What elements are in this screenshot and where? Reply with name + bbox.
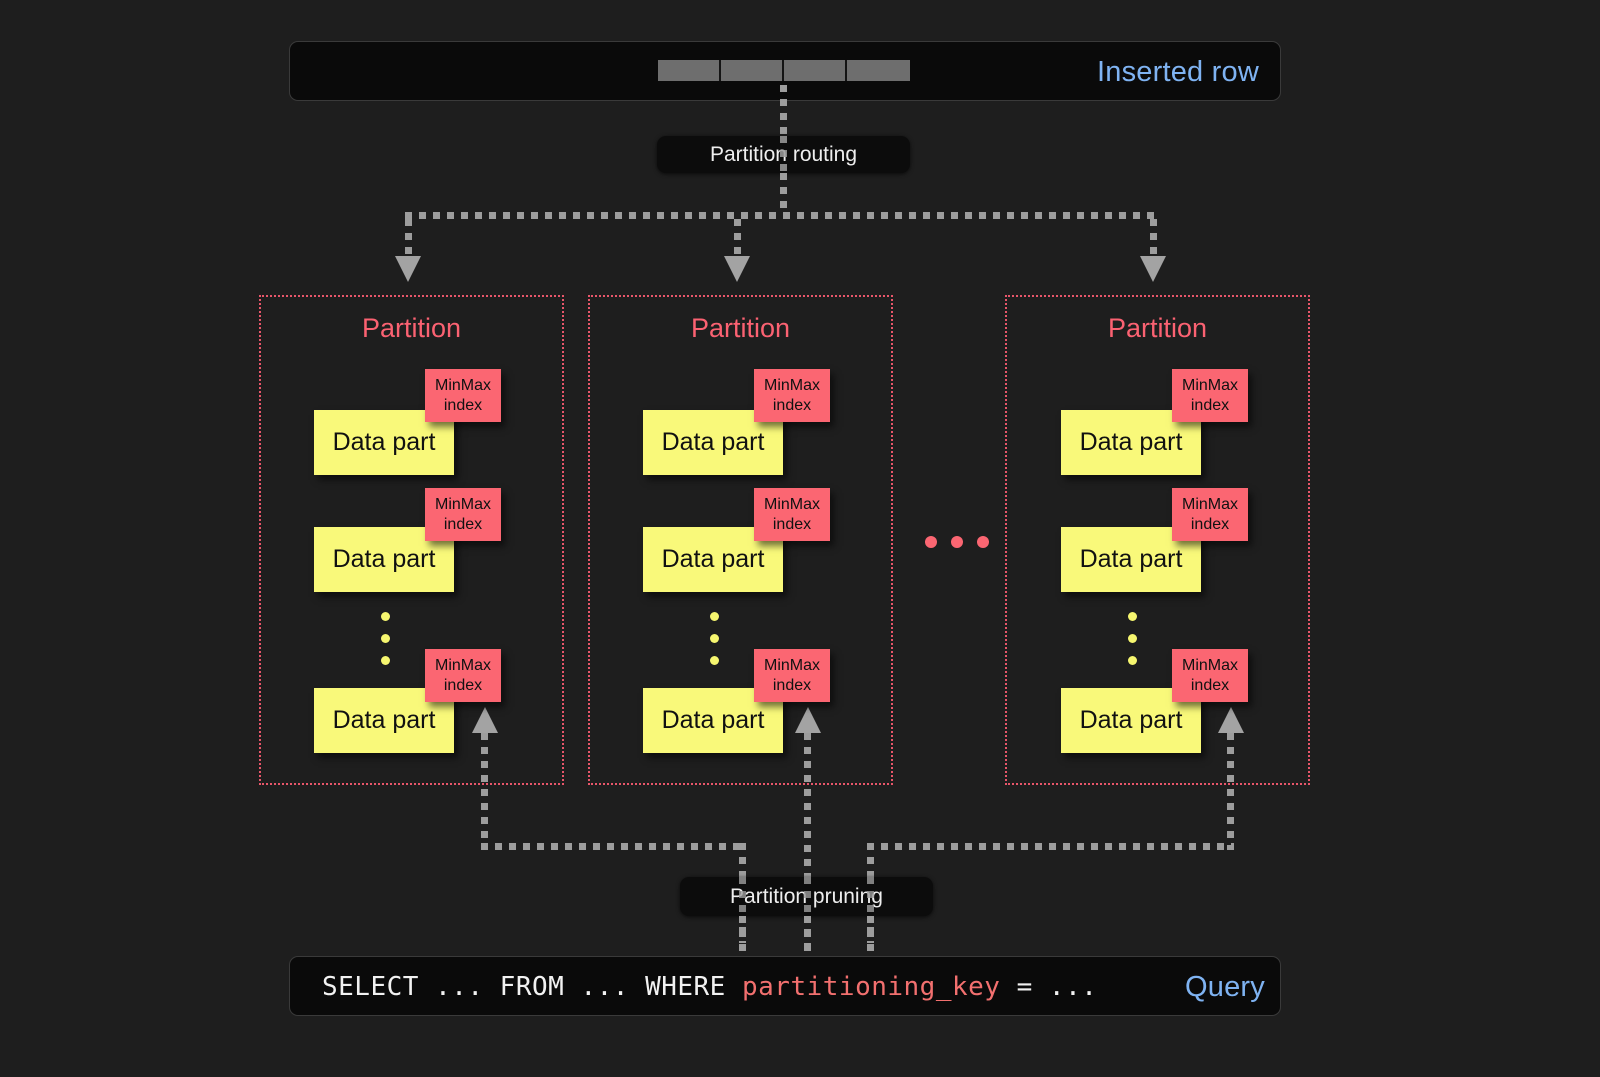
ellipsis-dot [951,536,963,548]
connector-fanout-bus [405,212,1157,219]
connector-drop-partition-3 [1150,219,1157,261]
arrow-into-partition-3 [1140,256,1166,282]
partition-1[interactable]: Partition [259,295,564,785]
connector-prune-through-left [739,877,746,916]
partition-title: Partition [690,313,791,343]
partition-2[interactable]: Partition [588,295,893,785]
query-text: SELECT ... FROM ... WHERE partitioning_k… [322,972,1097,1002]
connector-prune-up-3 [1227,733,1234,850]
connector-pruning-to-query-left [739,916,746,958]
connector-drop-partition-2 [734,219,741,261]
data-part-ellipsis [381,612,390,678]
connector-routing-through [780,136,787,173]
inserted-row-label: Inserted row [1097,56,1259,88]
ellipsis-dot [1128,656,1137,665]
partition-title: Partition [361,313,462,343]
query-partitioning-key: partitioning_key [742,972,1001,1002]
query-label: Query [1185,971,1265,1003]
connector-prune-through-right [867,877,874,916]
partition-3[interactable]: Partition [1005,295,1310,785]
ellipsis-dot [710,656,719,665]
partition-ellipsis [925,536,989,548]
arrow-into-partition-2 [724,256,750,282]
connector-drop-partition-1 [405,219,412,261]
query-bar [289,956,1281,1016]
row-cell [847,60,910,81]
connector-prune-up-2 [804,733,811,945]
row-cell [658,60,721,81]
connector-routing-to-trunk [780,173,787,213]
connector-prune-up-1 [481,733,488,850]
ellipsis-dot [381,634,390,643]
arrow-into-partition-1 [395,256,421,282]
row-cell [784,60,847,81]
data-part-box[interactable]: Data part [643,527,783,592]
data-part-ellipsis [1128,612,1137,678]
ellipsis-dot [710,634,719,643]
connector-pruning-to-query-mid [804,916,811,958]
connector-row-to-routing [780,85,787,140]
data-part-ellipsis [710,612,719,678]
ellipsis-dot [381,612,390,621]
query-prefix: SELECT ... FROM ... WHERE [322,972,742,1002]
query-suffix: = ... [1000,972,1098,1002]
partition-title: Partition [1107,313,1208,343]
arrow-prune-partition-3 [1218,707,1244,733]
row-cell [721,60,784,81]
ellipsis-dot [1128,612,1137,621]
ellipsis-dot [1128,634,1137,643]
arrow-prune-partition-2 [795,707,821,733]
connector-prune-bus-right [867,843,1234,850]
connector-prune-through-mid [804,877,811,916]
ellipsis-dot [381,656,390,665]
ellipsis-dot [977,536,989,548]
arrow-prune-partition-1 [472,707,498,733]
connector-prune-bus-left [481,843,746,850]
inserted-row-cells [658,60,910,81]
ellipsis-dot [710,612,719,621]
ellipsis-dot [925,536,937,548]
connector-pruning-to-query-right [867,916,874,958]
